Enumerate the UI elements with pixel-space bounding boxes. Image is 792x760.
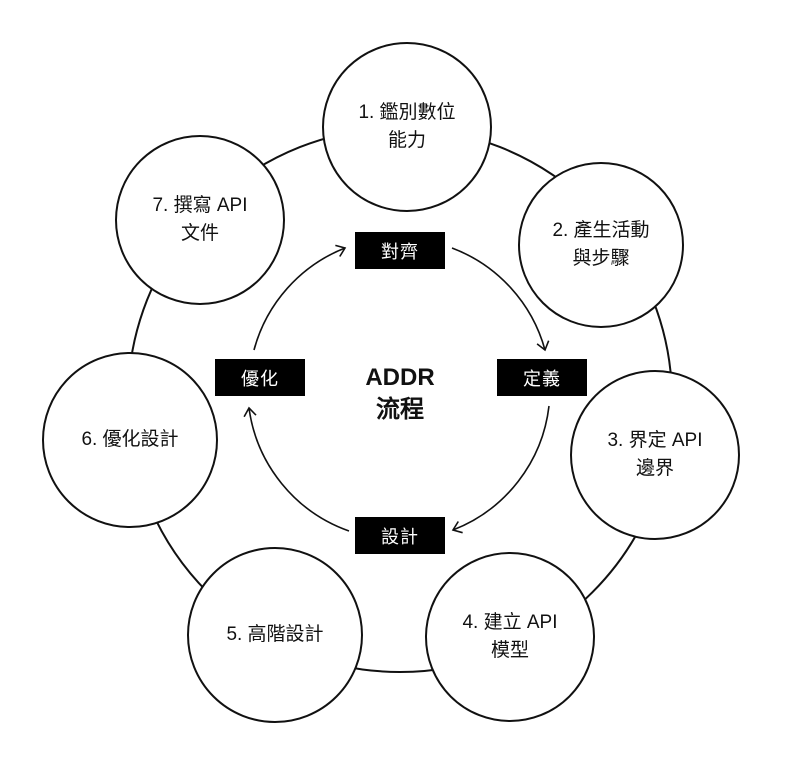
step-label: 6. 優化設計	[81, 429, 179, 450]
phase-design: 設計	[355, 517, 445, 554]
step-6-node: 6. 優化設計	[42, 352, 218, 528]
step-label: 4. 建立 API	[462, 612, 558, 633]
step-label: 模型	[490, 640, 529, 661]
step-label: 1. 鑑別數位	[358, 102, 456, 123]
step-label: 5. 高階設計	[226, 624, 324, 645]
step-label: 邊界	[635, 458, 674, 479]
step-1-node: 1. 鑑別數位能力	[322, 42, 492, 212]
arrow-define-to-design	[451, 405, 550, 534]
center-title-line1: ADDR	[365, 364, 435, 391]
arrow-refine-to-align	[253, 244, 347, 351]
step-label: 7. 撰寫 API	[152, 195, 248, 216]
step-label: 2. 產生活動	[552, 220, 650, 241]
phase-refine: 優化	[215, 359, 305, 396]
center-title-line2: 流程	[376, 396, 424, 423]
step-label: 文件	[180, 223, 219, 244]
step-4-node: 4. 建立 API 模型	[425, 552, 595, 722]
phase-align: 對齊	[355, 232, 445, 269]
phase-define: 定義	[497, 359, 587, 396]
arrow-design-to-refine	[243, 406, 350, 532]
step-5-node: 5. 高階設計	[187, 547, 363, 723]
step-3-node: 3. 界定 API 邊界	[570, 370, 740, 540]
step-label: 3. 界定 API	[607, 430, 703, 451]
step-7-node: 7. 撰寫 API 文件	[115, 135, 285, 305]
step-label: 能力	[387, 130, 426, 151]
step-2-node: 2. 產生活動與步驟	[518, 162, 684, 328]
center-title: ADDR 流程	[330, 362, 470, 426]
step-label: 與步驟	[572, 248, 630, 269]
arrow-align-to-define	[451, 247, 550, 352]
